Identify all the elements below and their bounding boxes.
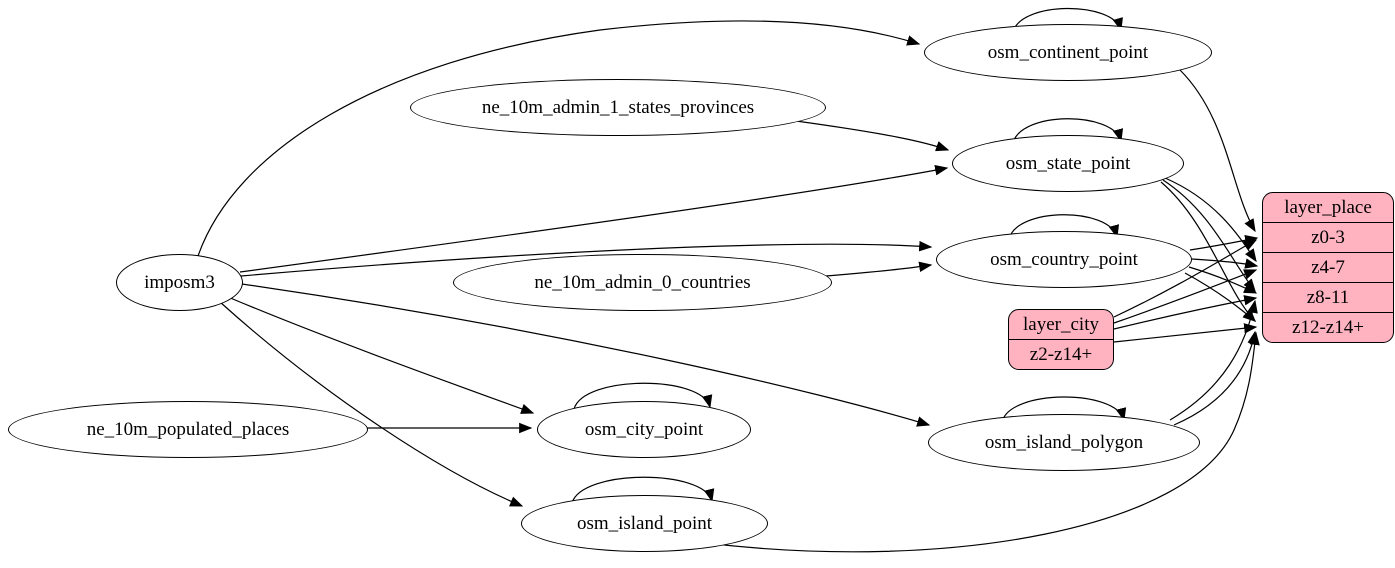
edge-osm_island_polygon-layer_place-z12-z14 <box>1173 330 1258 426</box>
node-imposm3[interactable]: imposm3 <box>116 254 243 311</box>
edge-layer_city-layer_place-z8-11 <box>1113 295 1258 330</box>
node-osm_island_polygon[interactable]: osm_island_polygon <box>928 414 1200 471</box>
node-osm_island_point[interactable]: osm_island_point <box>521 495 768 552</box>
node-label: osm_state_point <box>1005 152 1131 174</box>
node-ne_10m_admin_0_countries[interactable]: ne_10m_admin_0_countries <box>453 254 832 311</box>
node-label: imposm3 <box>144 271 215 293</box>
node-label: osm_continent_point <box>987 41 1149 63</box>
edge-imposm3-osm_city_point <box>227 296 535 414</box>
self-loop-osm_state_point <box>1012 118 1124 144</box>
edge-ne_10m_admin_1_states_provinces-osm_state_point <box>795 120 950 152</box>
edge-layer_city-layer_place-z0-3 <box>1113 239 1258 318</box>
node-label: osm_island_point <box>576 512 713 534</box>
record-layer_place[interactable]: layer_place z0-3 z4-7 z8-11 z12-z14+ <box>1262 192 1394 343</box>
edge-osm_country_point-layer_place-z8-11 <box>1188 266 1258 294</box>
edge-layer_city-layer_place-z12-z14 <box>1113 323 1258 343</box>
node-label: ne_10m_admin_0_countries <box>534 271 751 293</box>
edge-osm_island_polygon-layer_place-z8-11 <box>1169 299 1258 421</box>
record-row-z8-11: z8-11 <box>1263 282 1393 312</box>
edge-imposm3-osm_island_polygon <box>241 283 931 427</box>
node-ne_10m_populated_places[interactable]: ne_10m_populated_places <box>8 401 368 458</box>
record-row-z12-z14: z12-z14+ <box>1263 312 1393 342</box>
edge-osm_country_point-layer_place-z12-z14 <box>1184 272 1257 322</box>
edge-ne_10m_admin_0_countries-osm_country_point <box>825 261 933 277</box>
record-title: layer_city <box>1023 313 1099 335</box>
node-label: osm_country_point <box>990 248 1138 270</box>
self-loop-osm_city_point <box>573 382 713 410</box>
node-label: ne_10m_populated_places <box>86 418 290 440</box>
node-osm_state_point[interactable]: osm_state_point <box>952 135 1184 192</box>
record-row-z0-3: z0-3 <box>1263 222 1393 252</box>
self-loop-osm_island_point <box>571 476 715 504</box>
node-label: ne_10m_admin_1_states_provinces <box>481 96 755 118</box>
edge-osm_country_point-layer_place-z4-7 <box>1191 258 1259 269</box>
edge-imposm3-osm_island_point <box>219 301 524 507</box>
node-ne_10m_admin_1_states_provinces[interactable]: ne_10m_admin_1_states_provinces <box>410 79 826 136</box>
node-osm_country_point[interactable]: osm_country_point <box>936 231 1192 288</box>
edge-osm_continent_point-layer_place-z0-3 <box>1179 69 1256 233</box>
self-loop-osm_country_point <box>1008 214 1120 240</box>
edge-osm_state_point-layer_place-z8-11 <box>1162 179 1256 293</box>
node-label: osm_island_polygon <box>984 431 1144 453</box>
edge-osm_state_point-layer_place-z4-7 <box>1164 177 1257 263</box>
self-loop-osm_continent_point <box>1012 7 1123 33</box>
record-title: layer_place <box>1284 196 1372 218</box>
record-layer_city[interactable]: layer_city z2-z14+ <box>1008 309 1114 370</box>
record-row-z4-7: z4-7 <box>1263 252 1393 282</box>
node-osm_city_point[interactable]: osm_city_point <box>537 401 751 458</box>
edge-osm_state_point-layer_place-z12-z14 <box>1160 181 1256 322</box>
record-row-z2-z14: z2-z14+ <box>1009 339 1113 369</box>
node-label: osm_city_point <box>584 418 704 440</box>
edge-imposm3-osm_state_point <box>239 165 949 273</box>
edge-imposm3-osm_continent_point <box>197 20 921 257</box>
edge-osm_island_point-layer_place-z12-z14 <box>705 331 1260 553</box>
node-osm_continent_point[interactable]: osm_continent_point <box>924 24 1212 81</box>
edge-osm_country_point-layer_place-z0-3 <box>1189 235 1259 251</box>
edge-imposm3-osm_country_point <box>240 240 933 277</box>
edge-layer_city-layer_place-z4-7 <box>1113 269 1258 324</box>
self-loop-osm_island_polygon <box>1001 396 1127 423</box>
